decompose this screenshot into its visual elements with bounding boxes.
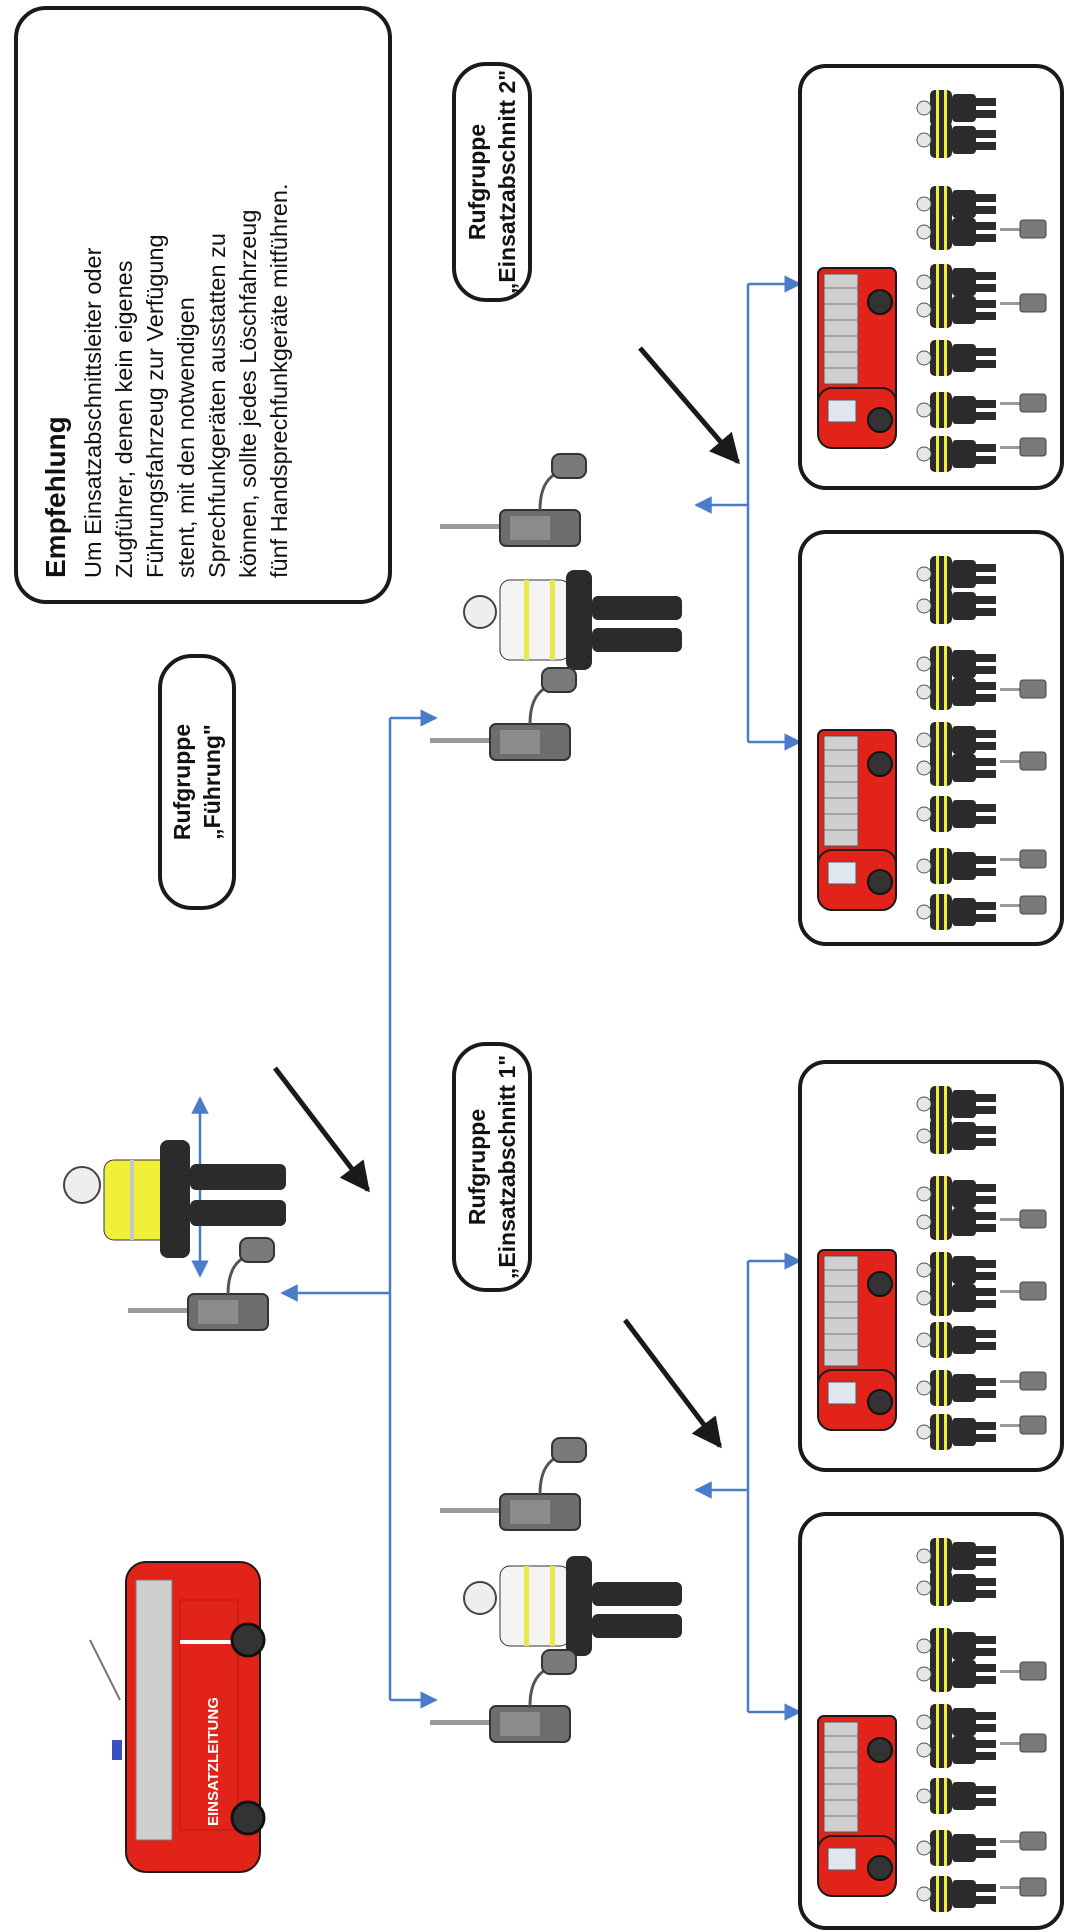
group-label-line2: „Einsatzabschnitt 2" [494,69,520,295]
unit-box-2b [798,64,1064,490]
leadership-radio-2-icon [428,666,578,762]
recommendation-text: Um Einsatzabschnittsleiter oder Zugführe… [78,32,295,578]
command-vehicle-label: EINSATZLEITUNG [205,1697,222,1826]
bubble-pointers [273,346,740,1449]
section-leader-2-icon [463,570,682,670]
group-bubble-abschnitt-2: Rufgruppe „Einsatzabschnitt 2" [452,62,534,302]
unit-box-1a [798,1512,1064,1930]
group-label-line2: „Führung" [199,724,225,840]
group-bubble-frame: Rufgruppe „Einsatzabschnitt 1" [452,1042,532,1292]
group-bubble-frame: Rufgruppe „Einsatzabschnitt 2" [452,62,532,302]
unit-box-2a [798,530,1064,946]
section-leader-1-radio-icon [438,1436,588,1532]
recommendation-line: Sprechfunkgeräten ausstatten zu [204,233,230,578]
recommendation-box: Empfehlung Um Einsatzabschnittsleiter od… [14,4,394,604]
command-vehicle-icon: EINSATZLEITUNG [89,1561,266,1873]
group-label-line2: „Einsatzabschnitt 1" [494,1054,520,1280]
recommendation-line: fünf Handsprechfunkgeräte mitführen. [266,183,292,578]
group-label-line1: Rufgruppe [169,723,195,841]
connector-lines [191,275,802,1721]
group-bubble-fuehrung: Rufgruppe „Führung" [158,654,238,910]
section-leader-1-icon [463,1556,682,1656]
group-label-line1: Rufgruppe [464,1108,490,1226]
recommendation-title: Empfehlung [40,416,71,578]
group-bubble-frame: Rufgruppe „Führung" [158,654,236,910]
leadership-radio-1-icon [428,1648,578,1744]
recommendation-line: Führungsfahrzeug zur Verfügung [142,234,168,578]
recommendation-line: Um Einsatzabschnittsleiter oder [80,247,106,578]
group-label-line1: Rufgruppe [464,123,490,241]
recommendation-line: können, sollte jedes Löschfahrzeug [235,209,261,578]
recommendation-line: stent, mit den notwendigen [173,297,199,578]
group-bubble-abschnitt-1: Rufgruppe „Einsatzabschnitt 1" [452,1042,534,1292]
unit-box-1b [798,1060,1064,1472]
section-leader-2-radio-icon [438,452,588,548]
recommendation-frame: Empfehlung Um Einsatzabschnittsleiter od… [14,6,392,604]
incident-commander-icon [63,1140,286,1258]
recommendation-line: Zugführer, denen kein eigenes [111,260,137,578]
